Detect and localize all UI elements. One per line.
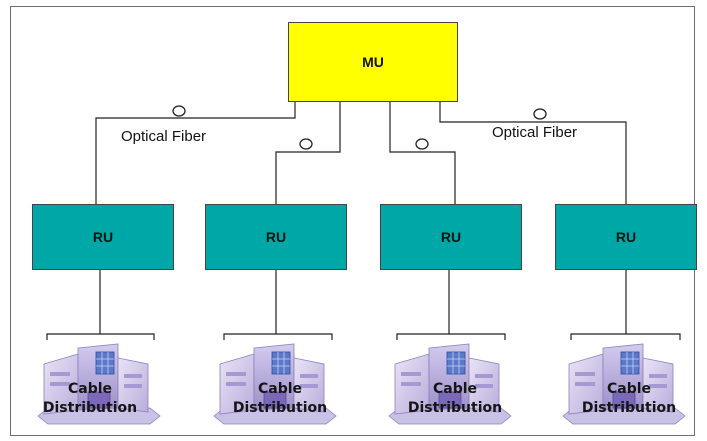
fiber-line-ru4 [439, 102, 627, 204]
fiber-line-ru3 [389, 102, 456, 204]
fiber-connector-icon [172, 105, 186, 117]
site-label-3: Cable Distribution [380, 380, 530, 418]
master-unit-label: MU [362, 54, 384, 70]
fiber-connector-icon [299, 138, 313, 150]
fiber-line-ru1 [95, 102, 296, 204]
site-label-1: Cable Distribution [15, 380, 165, 418]
site-bracket-2 [223, 333, 333, 340]
site-label-line1: Cable [257, 381, 303, 397]
site-label-line2: Distribution [42, 400, 138, 416]
fiber-connector-icon [415, 138, 429, 150]
site-label-line1: Cable [67, 381, 113, 397]
remote-unit-box-2: RU [205, 204, 347, 270]
remote-unit-label: RU [265, 229, 287, 245]
site-bracket-1 [46, 333, 155, 340]
optical-fiber-label-right: Optical Fiber [492, 124, 578, 141]
remote-unit-label: RU [440, 229, 462, 245]
site-label-line2: Distribution [407, 400, 503, 416]
master-unit-box: MU [288, 22, 458, 102]
site-label-2: Cable Distribution [205, 380, 355, 418]
site-label-line2: Distribution [581, 400, 677, 416]
fiber-connector-icon [533, 108, 547, 120]
site-bracket-3 [396, 333, 506, 340]
site-bracket-4 [570, 333, 681, 340]
site-label-4: Cable Distribution [554, 380, 704, 418]
remote-unit-label: RU [92, 229, 114, 245]
remote-unit-box-1: RU [32, 204, 174, 270]
optical-fiber-label-left: Optical Fiber [121, 128, 207, 145]
remote-unit-box-3: RU [380, 204, 522, 270]
remote-unit-label: RU [615, 229, 637, 245]
fiber-line-ru2 [275, 102, 341, 204]
site-label-line1: Cable [432, 381, 478, 397]
site-label-line1: Cable [606, 381, 652, 397]
site-label-line2: Distribution [232, 400, 328, 416]
remote-unit-box-4: RU [555, 204, 697, 270]
